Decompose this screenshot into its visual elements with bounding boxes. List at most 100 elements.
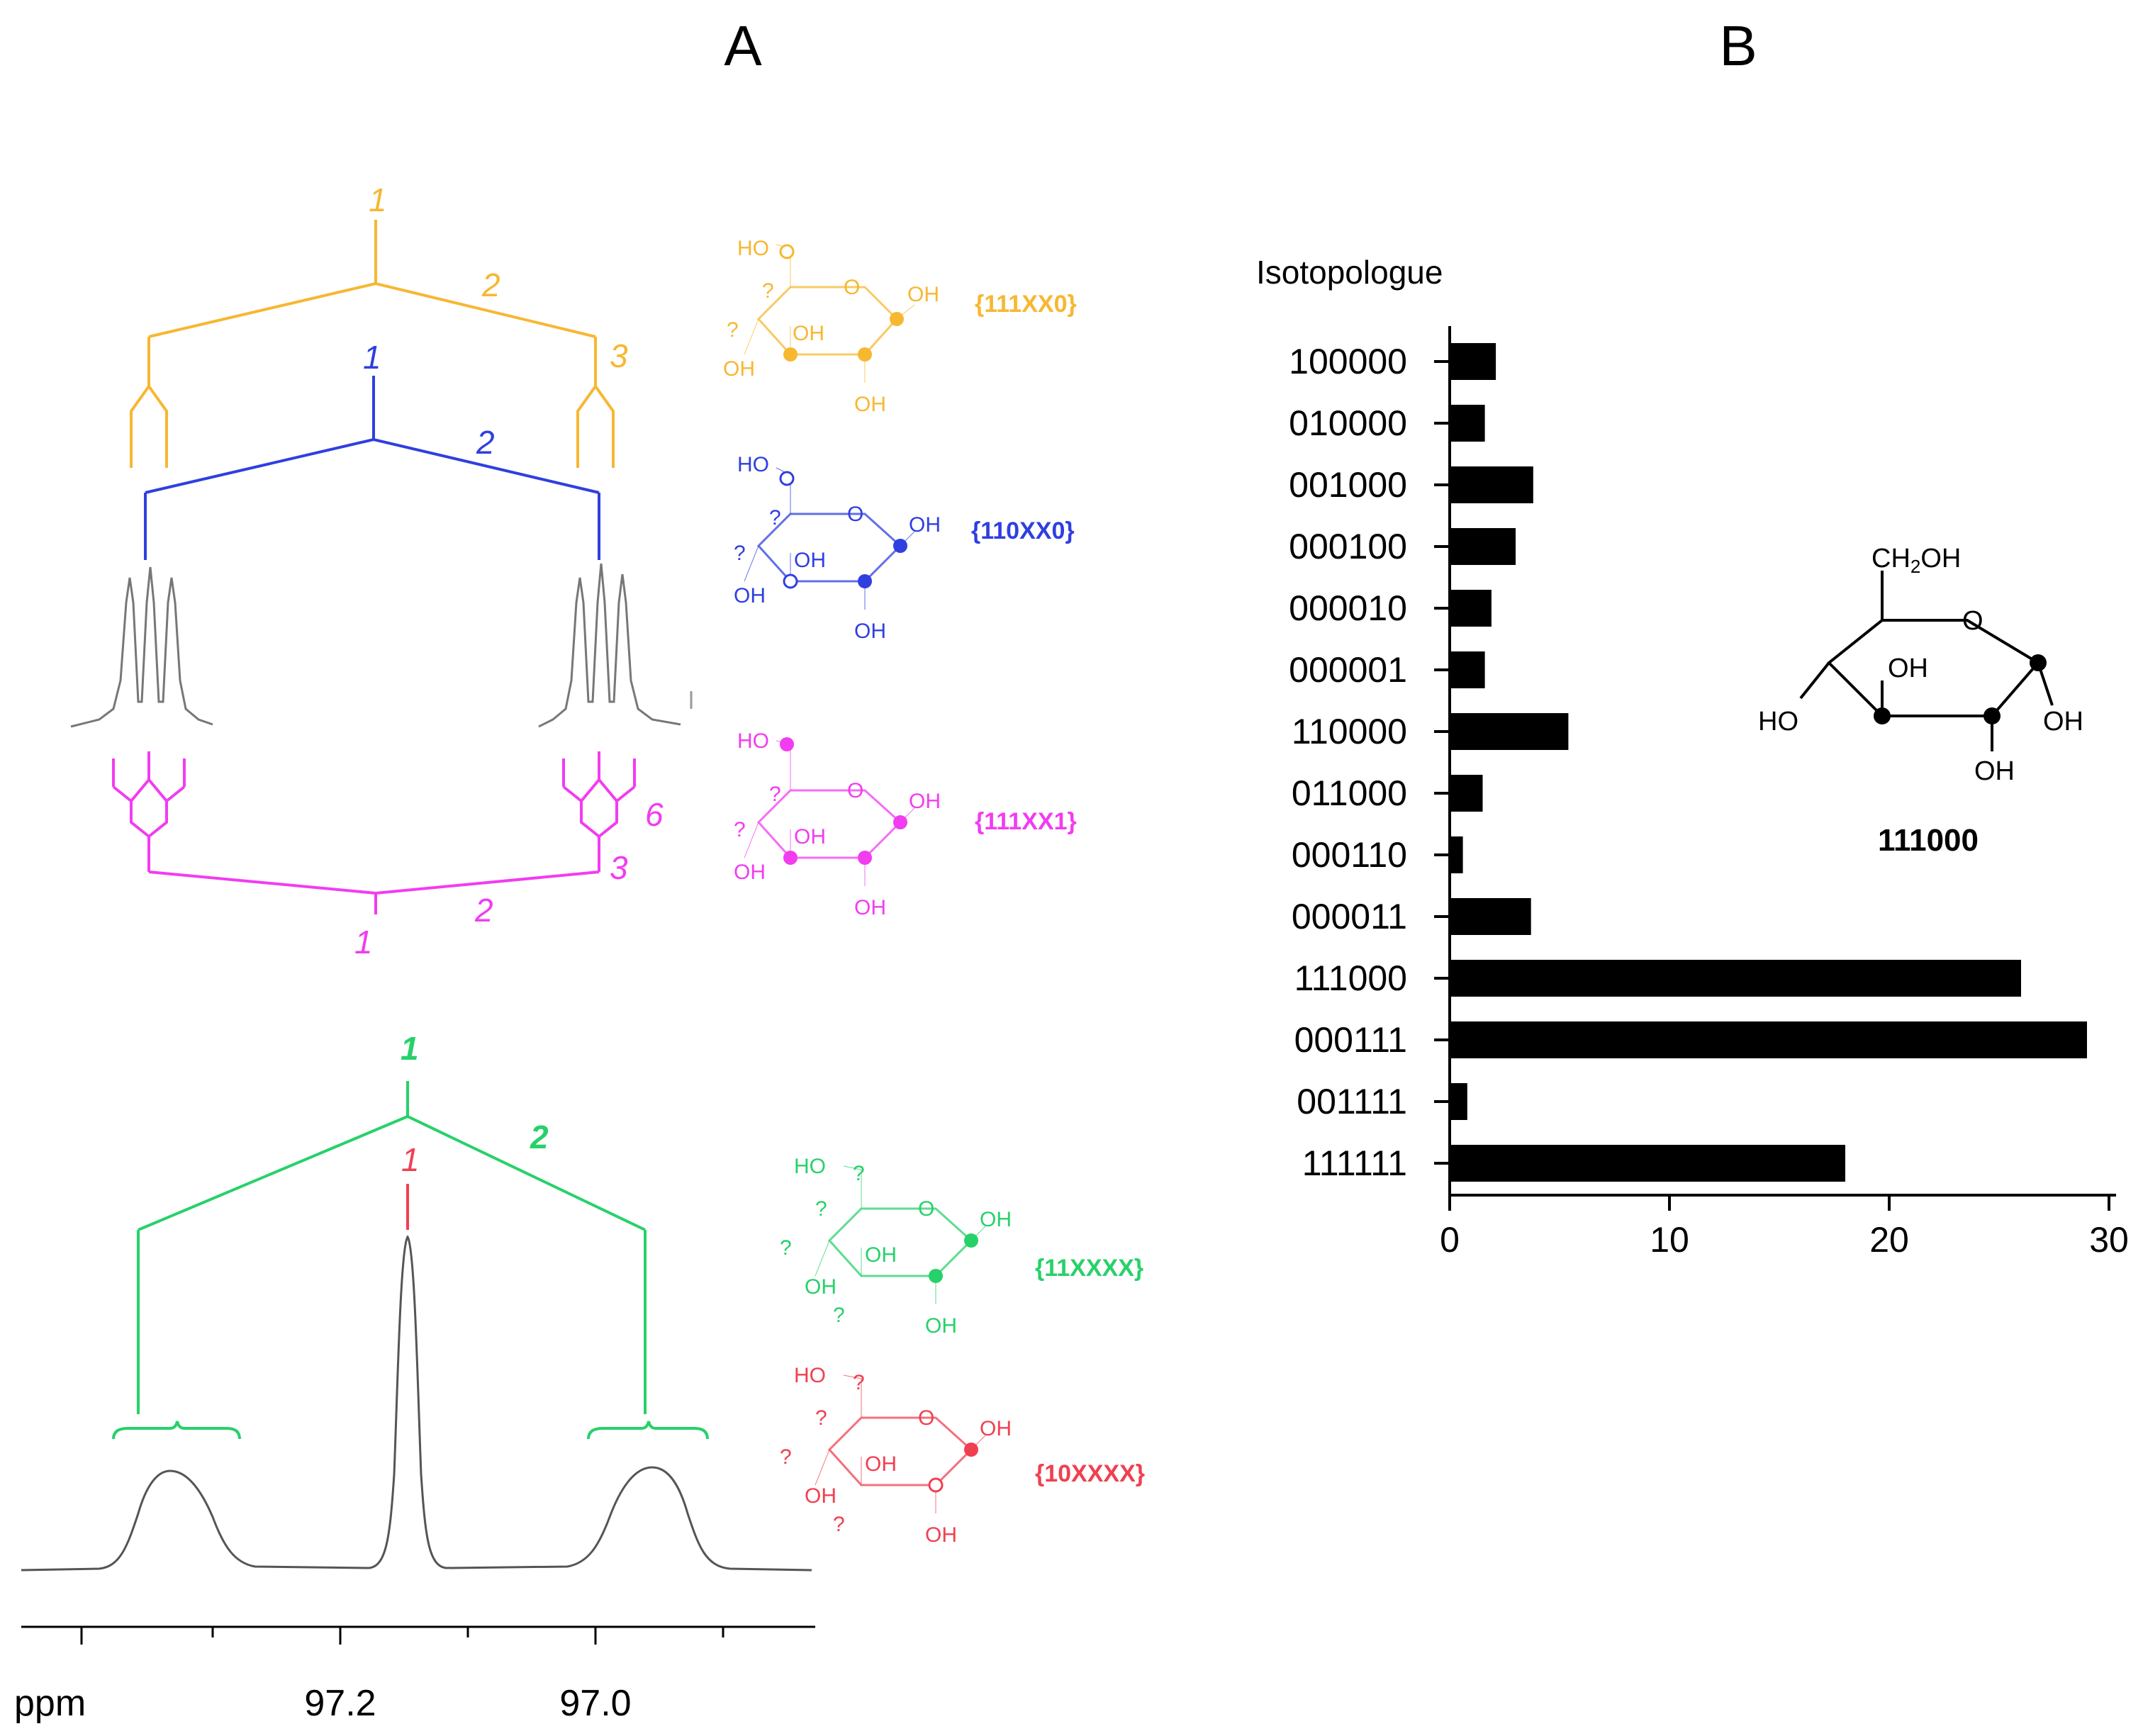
- bar-011000: [1450, 775, 1483, 812]
- x-tick-label: 0: [1440, 1220, 1460, 1260]
- magenta-tree-label-3: 3: [610, 849, 628, 886]
- ppm-axis: [21, 1625, 815, 1645]
- bar-000001: [1450, 651, 1485, 688]
- structure-ring-o: O: [1962, 606, 1983, 636]
- magenta-sugar-ring-o: O: [847, 779, 863, 802]
- ppm-tick-97-0: 97.0: [559, 1683, 631, 1724]
- blue-sugar-oh-4: OH: [854, 620, 886, 643]
- blue-glucose-structure: HO O OH OH OH OH ? ?: [734, 453, 941, 643]
- red-sugar-ring-o: O: [918, 1406, 934, 1430]
- y-tick-label: 000110: [1292, 835, 1407, 875]
- glucose-111000-structure: CH2OH O OH HO OH OH: [1758, 544, 2083, 786]
- bar-000110: [1450, 836, 1463, 873]
- ppm-tick-97-2: 97.2: [304, 1683, 376, 1724]
- magenta-sugar-oh-3: OH: [734, 861, 766, 884]
- orange-sugar-oh-3: OH: [723, 357, 755, 381]
- isotopologue-bar-chart: 1000000100000010000001000000100000011100…: [1289, 326, 2129, 1260]
- panel-b-letter: B: [1719, 14, 1757, 77]
- y-tick-label: 000011: [1292, 897, 1407, 936]
- green-isotopologue-label: {11XXXX}: [1035, 1255, 1143, 1282]
- orange-sugar-q-1: ?: [762, 279, 774, 303]
- bar-001111: [1450, 1083, 1467, 1120]
- red-sugar-oh-1: OH: [980, 1417, 1012, 1440]
- ppm-axis-unit: ppm: [14, 1683, 86, 1724]
- magenta-sugar-q-2: ?: [734, 818, 746, 841]
- orange-coupling-tree: [130, 220, 615, 468]
- red-sugar-q-4: ?: [833, 1513, 845, 1536]
- structure-oh-c1: OH: [2043, 707, 2083, 737]
- magenta-sugar-oh-1: OH: [909, 790, 941, 813]
- blue-coupling-tree: [144, 376, 600, 560]
- orange-sugar-oh-2: OH: [793, 322, 824, 345]
- y-tick-label: 111000: [1294, 958, 1407, 998]
- red-isotopologue-label: {10XXXX}: [1035, 1460, 1145, 1487]
- magenta-sugar-ho: HO: [737, 729, 769, 753]
- svg-text:CH2OH: CH2OH: [1871, 544, 1961, 577]
- magenta-isotopologue-label: {111XX1}: [975, 808, 1077, 835]
- magenta-sugar-q-1: ?: [769, 783, 781, 806]
- upper-left-multiplet: [70, 566, 213, 728]
- red-glucose-structure: HO O OH OH OH OH ? ? ? ?: [780, 1364, 1012, 1547]
- bar-000111: [1450, 1021, 2087, 1058]
- structure-ch2oh-sub: 2: [1910, 556, 1920, 577]
- blue-sugar-q-2: ?: [734, 542, 746, 565]
- green-sugar-oh-4: OH: [925, 1314, 957, 1338]
- magenta-tree-label-6: 6: [645, 796, 664, 833]
- magenta-sugar-oh-2: OH: [794, 825, 826, 849]
- magenta-tree-label-2: 2: [474, 892, 493, 929]
- blue-sugar-oh-3: OH: [734, 584, 766, 607]
- panel-a-letter: A: [724, 14, 762, 77]
- orange-tree-label-2: 2: [481, 267, 500, 303]
- magenta-sugar-oh-4: OH: [854, 896, 886, 919]
- red-sugar-q-3: ?: [780, 1445, 792, 1469]
- green-sugar-oh-3: OH: [805, 1275, 837, 1299]
- y-tick-label: 111111: [1302, 1143, 1407, 1183]
- green-coupling-tree: [112, 1081, 709, 1440]
- structure-ho-c4: HO: [1758, 707, 1798, 737]
- green-sugar-q-1: ?: [853, 1162, 865, 1185]
- green-sugar-ring-o: O: [918, 1197, 934, 1221]
- green-sugar-ho: HO: [794, 1155, 826, 1178]
- y-tick-label: 010000: [1289, 403, 1407, 443]
- blue-sugar-oh-1: OH: [909, 513, 941, 537]
- y-tick-label: 100000: [1289, 342, 1407, 381]
- red-sugar-q-2: ?: [815, 1406, 827, 1430]
- structure-label-111000: 111000: [1878, 823, 1979, 858]
- red-sugar-ho: HO: [794, 1364, 826, 1387]
- red-sugar-oh-2: OH: [865, 1452, 897, 1476]
- structure-oh-c3: OH: [1888, 654, 1928, 683]
- bar-111111: [1450, 1145, 1845, 1182]
- blue-isotopologue-label: {110XX0}: [971, 517, 1075, 544]
- orange-sugar-oh-4: OH: [854, 393, 886, 416]
- bar-110000: [1450, 713, 1569, 750]
- green-sugar-oh-2: OH: [865, 1243, 897, 1267]
- y-tick-label: 011000: [1292, 773, 1407, 813]
- magenta-tree-label-1: 1: [354, 924, 373, 961]
- bar-001000: [1450, 466, 1533, 503]
- green-sugar-q-2: ?: [815, 1197, 827, 1221]
- magenta-glucose-structure: HO O OH OH OH OH ? ?: [734, 729, 941, 919]
- x-tick-label: 10: [1650, 1220, 1689, 1260]
- upper-right-multiplet: [538, 563, 681, 728]
- green-sugar-q-3: ?: [780, 1236, 792, 1260]
- green-glucose-structure: HO O OH OH OH OH ? ? ? ?: [780, 1155, 1012, 1338]
- magenta-coupling-tree: [112, 751, 636, 914]
- structure-ch2oh-ch: CH: [1871, 544, 1910, 573]
- green-tree-label-1: 1: [401, 1030, 419, 1067]
- orange-sugar-oh-1: OH: [907, 283, 939, 306]
- x-tick-label: 30: [2089, 1220, 2129, 1260]
- red-sugar-oh-3: OH: [805, 1484, 837, 1508]
- blue-tree-label-1: 1: [363, 339, 381, 376]
- bar-000011: [1450, 898, 1531, 935]
- green-sugar-q-4: ?: [833, 1304, 845, 1327]
- lower-spectrum-trace: [21, 1235, 812, 1572]
- bar-000100: [1450, 528, 1516, 565]
- structure-ch2oh-oh: OH: [1920, 544, 1961, 573]
- bar-010000: [1450, 405, 1485, 442]
- x-tick-label: 20: [1869, 1220, 1909, 1260]
- y-tick-label: 000001: [1289, 650, 1407, 690]
- red-sugar-oh-4: OH: [925, 1523, 957, 1547]
- blue-sugar-q-1: ?: [769, 506, 781, 530]
- structure-oh-c2: OH: [1974, 756, 2015, 786]
- bar-100000: [1450, 343, 1496, 380]
